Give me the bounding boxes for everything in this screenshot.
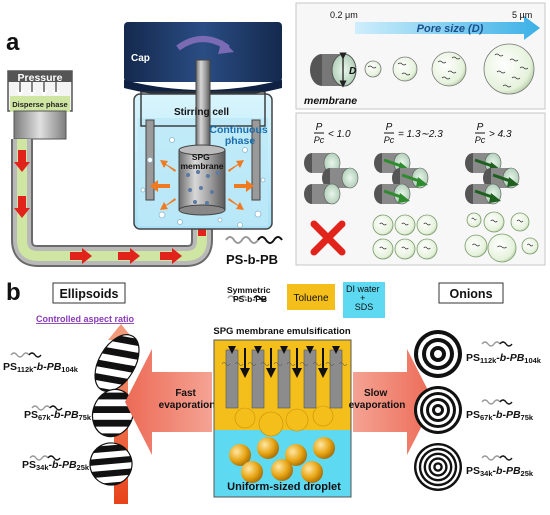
- polymer-chain-black: [257, 236, 283, 244]
- right-polymer-label-1: PS112k-b-PB104k: [466, 352, 542, 365]
- ellipsoids-box: [52, 282, 126, 304]
- membrane-pillars: [221, 346, 348, 437]
- onion-particles: [414, 330, 462, 491]
- ratio1-pc: Pc: [314, 135, 325, 145]
- flow-arrows: [14, 150, 210, 264]
- pressure-ratio-box: [295, 112, 546, 266]
- droplets-uniform: [372, 214, 438, 260]
- ratio2-pc: Pc: [384, 135, 395, 145]
- stirring-cell-label: Stirring cell: [174, 107, 229, 118]
- ratio3-pc: Pc: [475, 135, 486, 145]
- pore-size-label: Pore size (D): [417, 23, 484, 35]
- gold-droplets: [229, 437, 335, 483]
- left-polymer-label-3: PS34k-b-PB25k: [22, 459, 90, 472]
- toluene-swatch: [287, 284, 335, 310]
- cylinder-group-1: [304, 152, 359, 205]
- pore-min-label: 0.2 μm: [330, 10, 358, 20]
- ratio1-value: < 1.0: [328, 129, 351, 140]
- pore-size-box: [295, 2, 546, 110]
- red-cross: [310, 220, 346, 256]
- fast-evaporation-arrow: [125, 349, 212, 455]
- uniform-droplet-label: Uniform-sized droplet: [227, 481, 341, 493]
- left-polymer-label-2: PS67k-b-PB75k: [24, 409, 92, 422]
- continuous-phase-label: Continuous phase: [209, 124, 270, 147]
- fast-evaporation-label: Fast evaporation: [159, 388, 216, 411]
- membrane-label: membrane: [304, 95, 357, 107]
- ratio3-value: > 4.3: [489, 129, 512, 140]
- panel-b-label: b: [6, 279, 21, 306]
- cylinder-group-3: [465, 152, 520, 205]
- droplets-polydisperse: [464, 211, 539, 263]
- pressure-reservoir: [7, 70, 73, 140]
- toluene-label: Toluene: [293, 293, 328, 304]
- panel-a-label: a: [6, 29, 20, 56]
- ratio3-p: P: [477, 122, 484, 133]
- cap-label: Cap: [131, 53, 150, 64]
- pore-max-label: 5 μm: [512, 10, 532, 20]
- ellipsoids-label: Ellipsoids: [59, 287, 118, 301]
- onions-box: [438, 282, 504, 304]
- spg-emulsification-label: SPG membrane emulsification: [213, 326, 350, 337]
- right-polymer-label-3: PS34k-b-PB25k: [466, 465, 534, 478]
- left-polymer-label-1: PS112k-b-PB104k: [3, 361, 79, 374]
- water-swatch: [343, 282, 385, 318]
- disperse-phase-label: Disperse phase: [12, 100, 67, 109]
- symmetric-label: Symmetric PS-b-PB: [227, 285, 273, 304]
- onions-label: Onions: [449, 287, 492, 301]
- pipe-system: [11, 139, 213, 267]
- stirring-apparatus: [124, 22, 282, 230]
- d-label: D: [349, 66, 356, 77]
- slow-evaporation-label: Slow evaporation: [349, 388, 406, 411]
- left-polymer-labels: PS112k-b-PB104kPS67k-b-PB75kPS34k-b-PB25…: [3, 352, 92, 472]
- ratio2-p: P: [386, 122, 393, 133]
- pressure-label: Pressure: [18, 72, 63, 84]
- ratio2-value: = 1.3∼2.3: [398, 129, 443, 140]
- polymer-chain-gray: [225, 236, 259, 244]
- slow-evaporation-arrow: [353, 349, 434, 455]
- right-polymer-labels: PS112k-b-PB104kPS67k-b-PB75kPS34k-b-PB25…: [466, 341, 542, 478]
- ratio1-p: P: [316, 122, 323, 133]
- controlled-aspect-ratio: Controlled aspect ratio: [36, 314, 135, 324]
- spg-membrane-label: SPG membrane: [181, 152, 224, 171]
- emulsification-center: [213, 282, 385, 498]
- cylinder-group-2: [374, 152, 429, 205]
- ps-b-pb-label: PS-b-PB: [226, 252, 278, 267]
- right-polymer-label-2: PS67k-b-PB75k: [466, 409, 534, 422]
- water-sds-label: DI water + SDS: [346, 284, 382, 312]
